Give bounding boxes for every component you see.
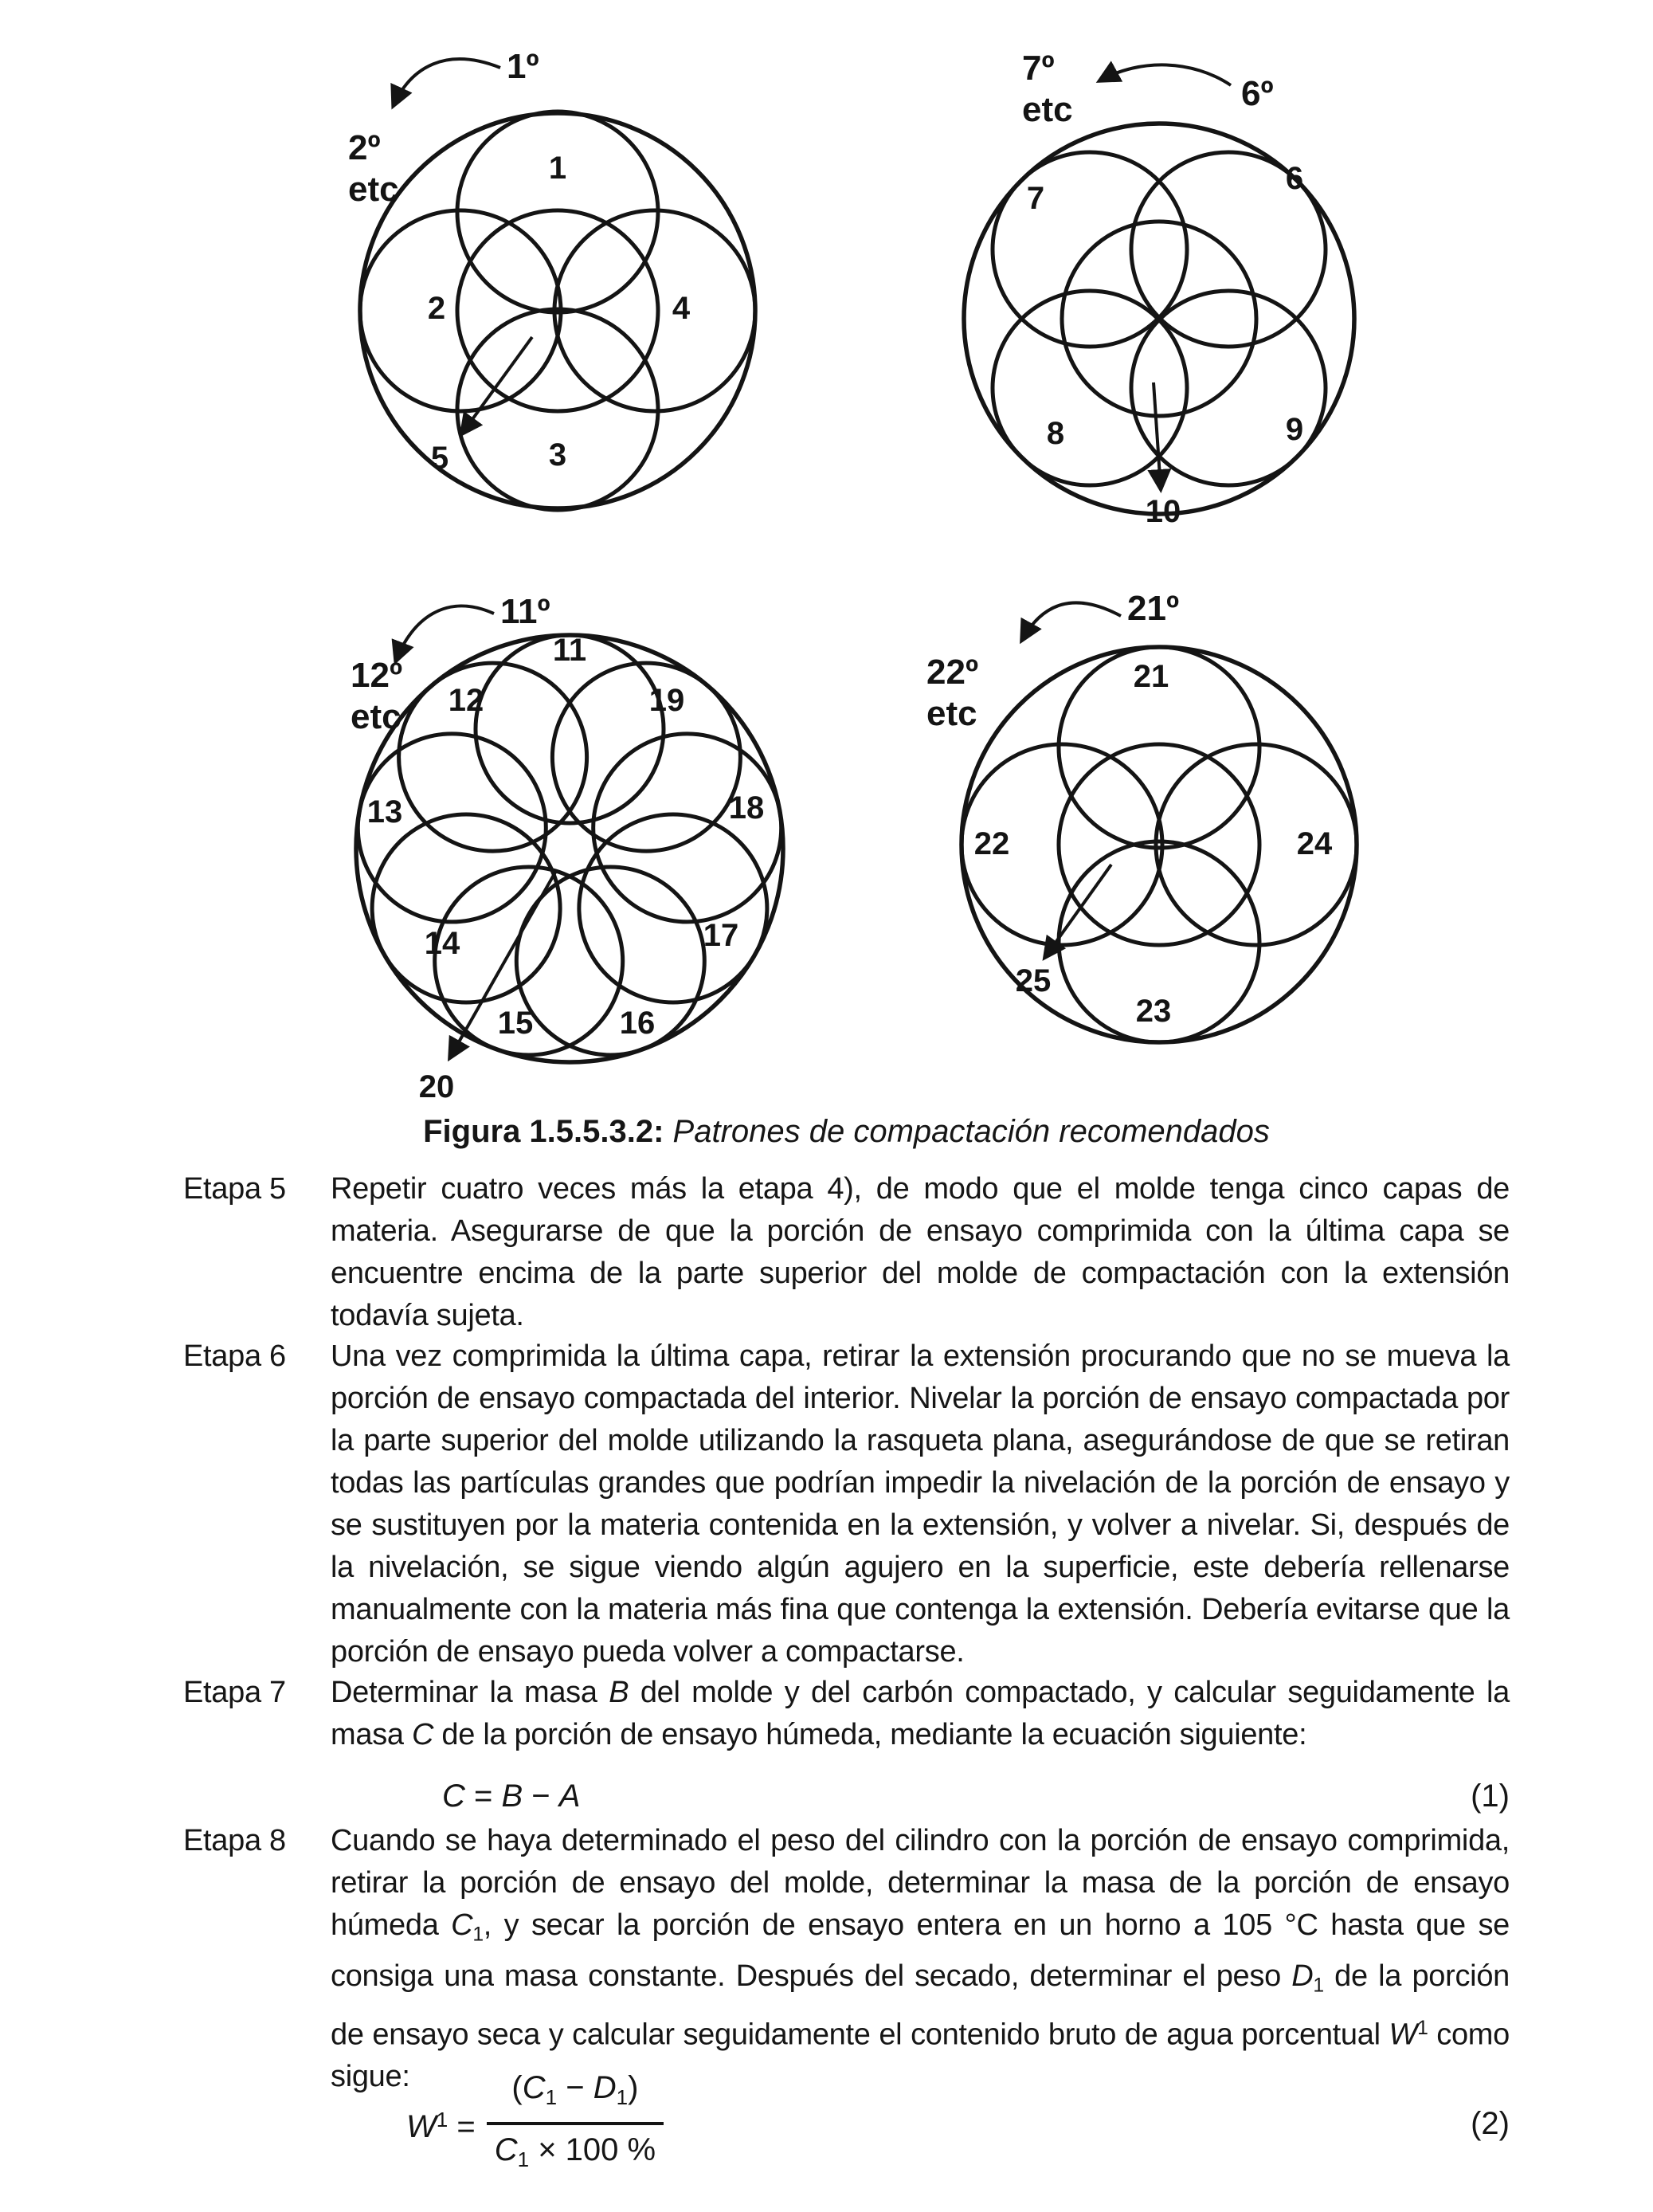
tamping-circle-25-center: [1056, 742, 1262, 947]
center-pointer-arrow-icon: [1147, 382, 1172, 493]
figure-caption-title: Patrones de compactación recomendados: [664, 1114, 1270, 1149]
circle-number-23: 23: [1136, 994, 1172, 1029]
step-label: Etapa 7: [183, 1676, 286, 1709]
fraction-bar: [486, 2121, 664, 2125]
rotation-arrow-icon: [1095, 61, 1232, 87]
circle-number-4: 4: [672, 291, 691, 326]
compaction-pattern-diagram-4: 21º 22º etc 21 22 23 24 25: [926, 589, 1359, 1045]
tamping-circle-13: [355, 731, 548, 924]
step-etapa-7: Etapa 7 Determinar la masa B del molde y…: [183, 1672, 1510, 1756]
tamping-circle-21: [1056, 645, 1262, 850]
circle-number-7: 7: [1027, 181, 1044, 216]
circle-number-18: 18: [729, 790, 765, 826]
tamping-circle-17: [577, 812, 770, 1005]
tamping-circle-9: [1129, 288, 1328, 488]
tamping-circle-5-center: [455, 208, 660, 414]
rotation-etc-label: etc: [348, 170, 399, 209]
circle-number-25: 25: [1016, 963, 1052, 998]
equation-2-fraction: (C1 − D1) C1 × 100 %: [486, 2069, 664, 2179]
tamping-circle-16: [514, 865, 707, 1057]
mould-boundary-circle: [962, 121, 1357, 516]
step-etapa-5: Etapa 5 Repetir cuatro veces más la etap…: [183, 1168, 1510, 1337]
circle-number-11: 11: [553, 633, 586, 668]
circle-number-6: 6: [1286, 161, 1303, 196]
tamping-circle-8: [990, 288, 1189, 488]
rotation-next-label: 7º: [1022, 49, 1055, 88]
rotation-arrow-icon: [391, 604, 495, 665]
compaction-pattern-diagram-3: 11º 12º etc 11 12 13 14 15 16 17 18 19 2…: [351, 592, 785, 1104]
circle-number-21: 21: [1134, 659, 1169, 694]
tamping-circle-11: [473, 633, 666, 826]
circle-number-19: 19: [649, 683, 685, 718]
center-pointer-arrow-icon: [448, 870, 558, 1062]
rotation-first-label: 1º: [507, 47, 539, 86]
step-label: Etapa 6: [183, 1339, 286, 1373]
equation-2: W1 = (C1 − D1) C1 × 100 % (2): [331, 2069, 1510, 2179]
tamping-circle-19: [550, 661, 742, 853]
rotation-first-label: 11º: [500, 592, 550, 631]
step-etapa-6: Etapa 6 Una vez comprimida la última cap…: [183, 1335, 1510, 1673]
circle-number-24: 24: [1297, 826, 1333, 861]
step-etapa-8: Etapa 8 Cuando se haya determinado el pe…: [183, 1820, 1510, 2098]
step-text: Cuando se haya determinado el peso del c…: [331, 1824, 1510, 2094]
step-text: Repetir cuatro veces más la etapa 4), de…: [331, 1172, 1510, 1332]
circle-number-1: 1: [549, 151, 566, 186]
compaction-pattern-diagram-1: 1º 2º etc 1 2 3 4 5: [348, 47, 758, 512]
rotation-next-label: 22º: [926, 653, 978, 692]
circle-number-22: 22: [974, 826, 1010, 861]
step-text: Una vez comprimida la última capa, retir…: [331, 1339, 1510, 1669]
equation-1: C = B − A (1): [331, 1777, 1510, 1815]
step-text: Determinar la masa B del molde y del car…: [331, 1676, 1510, 1751]
equation-2-denominator: C1 × 100 %: [494, 2132, 656, 2171]
rotation-etc-label: etc: [351, 697, 401, 736]
rotation-arrow-icon: [1020, 601, 1122, 645]
tamping-circle-7: [990, 150, 1189, 349]
tamping-circle-24: [1154, 742, 1359, 947]
circle-number-12: 12: [449, 683, 484, 718]
circle-number-10: 10: [1146, 494, 1181, 529]
tamping-circle-10-center: [1060, 219, 1259, 418]
circle-number-14: 14: [425, 926, 460, 961]
circle-number-15: 15: [498, 1006, 534, 1041]
center-pointer-arrow-icon: [1042, 863, 1113, 961]
circle-number-5: 5: [431, 441, 449, 476]
step-label: Etapa 8: [183, 1824, 286, 1857]
rotation-first-label: 21º: [1127, 589, 1179, 628]
rotation-first-label: 6º: [1241, 74, 1274, 113]
tamping-circle-15: [433, 865, 625, 1057]
tamping-circle-4: [552, 208, 758, 414]
compaction-pattern-diagram-2: 7º etc 6º 6 7 8 9 10: [962, 49, 1357, 529]
figure-caption-label: Figura 1.5.5.3.2:: [423, 1114, 664, 1149]
circle-number-8: 8: [1047, 416, 1064, 451]
equation-2-numerator: (C1 − D1): [511, 2070, 639, 2109]
rotation-next-label: 2º: [348, 128, 381, 167]
circle-number-17: 17: [703, 918, 739, 953]
equation-1-number: (1): [1471, 1779, 1510, 1814]
rotation-etc-label: etc: [1022, 90, 1073, 129]
tamping-circle-14: [370, 812, 562, 1005]
tamping-circle-6: [1129, 150, 1328, 349]
step-label: Etapa 5: [183, 1172, 286, 1206]
tamping-circle-12: [397, 661, 590, 853]
figure-caption: Figura 1.5.5.3.2: Patrones de compactaci…: [183, 1112, 1510, 1151]
equation-2-number: (2): [1471, 2105, 1510, 2141]
equation-2-lhs: W1 =: [406, 2108, 476, 2145]
rotation-etc-label: etc: [926, 694, 977, 733]
circle-number-20: 20: [419, 1069, 455, 1104]
center-pointer-arrow-icon: [459, 335, 534, 437]
circle-number-3: 3: [549, 437, 566, 473]
rotation-arrow-icon: [390, 57, 501, 110]
rotation-next-label: 12º: [351, 656, 402, 695]
tamping-circle-18: [591, 731, 784, 924]
circle-number-13: 13: [367, 794, 403, 830]
circle-number-9: 9: [1286, 412, 1303, 447]
circle-number-16: 16: [620, 1006, 656, 1041]
circle-number-2: 2: [428, 291, 445, 326]
equation-1-body: C = B − A: [442, 1779, 581, 1814]
